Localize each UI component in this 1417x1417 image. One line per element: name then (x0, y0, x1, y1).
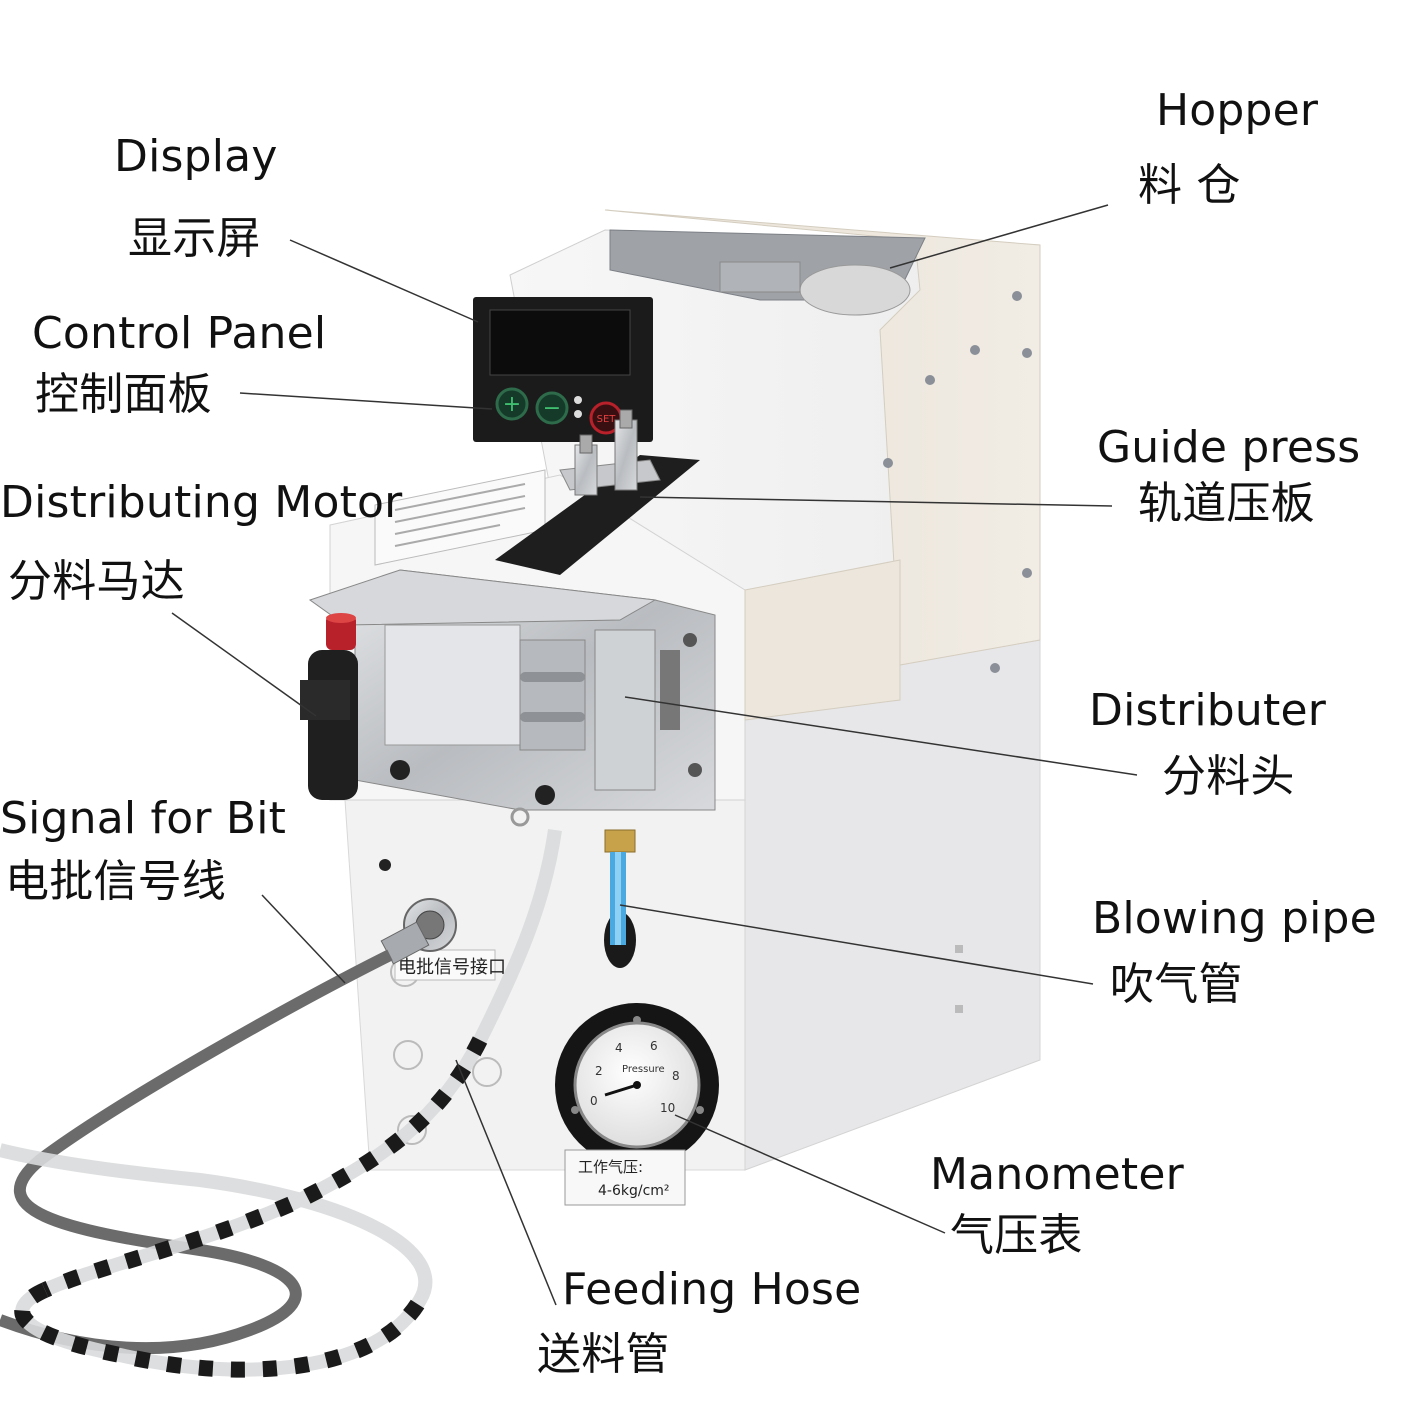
label-feeding-hose-en: Feeding Hose (562, 1264, 862, 1315)
leader-manometer (674, 1114, 946, 1234)
leader-control-panel (239, 392, 493, 410)
label-blowing-pipe-en: Blowing pipe (1092, 893, 1377, 944)
svg-text:4-6kg/cm²: 4-6kg/cm² (598, 1183, 670, 1199)
set-button-text: SET (597, 414, 617, 425)
blowing-pipe-drawing (604, 829, 636, 945)
leader-feeding-hose (455, 1059, 557, 1306)
label-feeding-hose-zh: 送料管 (537, 1329, 670, 1380)
svg-text:2: 2 (595, 1064, 603, 1078)
label-hopper-zh: 料 仓 (1138, 160, 1241, 211)
leader-guide-press (639, 496, 1113, 507)
label-control-panel-en: Control Panel (32, 308, 327, 359)
guide-rail (495, 409, 700, 575)
label-hopper-en: Hopper (1156, 85, 1319, 136)
label-signal-en: Signal for Bit (0, 793, 287, 844)
leader-distributing-motor (171, 612, 317, 717)
label-control-panel-zh: 控制面板 (35, 369, 212, 420)
leader-distributer (624, 696, 1138, 776)
label-distributer-en: Distributer (1089, 685, 1327, 736)
svg-text:电批信号接口: 电批信号接口 (398, 957, 506, 978)
label-guide-press-en: Guide press (1097, 422, 1361, 473)
label-manometer-zh: 气压表 (950, 1210, 1083, 1261)
svg-text:−: − (543, 396, 561, 421)
svg-text:0: 0 (590, 1094, 598, 1108)
svg-text:10: 10 (660, 1101, 675, 1115)
svg-text:6: 6 (650, 1039, 658, 1053)
control-panel: + − SET (473, 297, 653, 442)
svg-text:工作气压:: 工作气压: (578, 1158, 643, 1176)
label-display-zh: 显示屏 (128, 213, 261, 264)
leader-display (289, 239, 479, 323)
pressure-sticker: 工作气压: 4-6kg/cm² (564, 1149, 686, 1206)
label-blowing-pipe-zh: 吹气管 (1110, 959, 1243, 1010)
distributing-motor (300, 613, 358, 800)
svg-text:+: + (503, 392, 521, 417)
label-signal-zh: 电批信号线 (5, 856, 226, 907)
leader-hopper (889, 204, 1109, 269)
svg-text:Pressure: Pressure (622, 1064, 665, 1075)
leader-blowing-pipe (619, 904, 1094, 985)
leader-signal (261, 894, 346, 984)
label-guide-press-zh: 轨道压板 (1138, 478, 1315, 529)
signal-port: 电批信号接口 (380, 898, 506, 981)
label-manometer-en: Manometer (930, 1149, 1184, 1200)
svg-text:4: 4 (615, 1041, 623, 1055)
manometer-drawing: 0 2 4 6 8 10 Pressure (555, 1003, 719, 1167)
cables (0, 829, 562, 1378)
label-display-en: Display (114, 131, 278, 182)
label-distributer-zh: 分料头 (1162, 751, 1295, 802)
distributor-head (308, 569, 716, 827)
label-distributing-motor-en: Distributing Motor (0, 477, 403, 528)
svg-text:8: 8 (672, 1069, 680, 1083)
label-distributing-motor-zh: 分料马达 (8, 556, 185, 607)
leader-lines (171, 204, 1138, 1306)
